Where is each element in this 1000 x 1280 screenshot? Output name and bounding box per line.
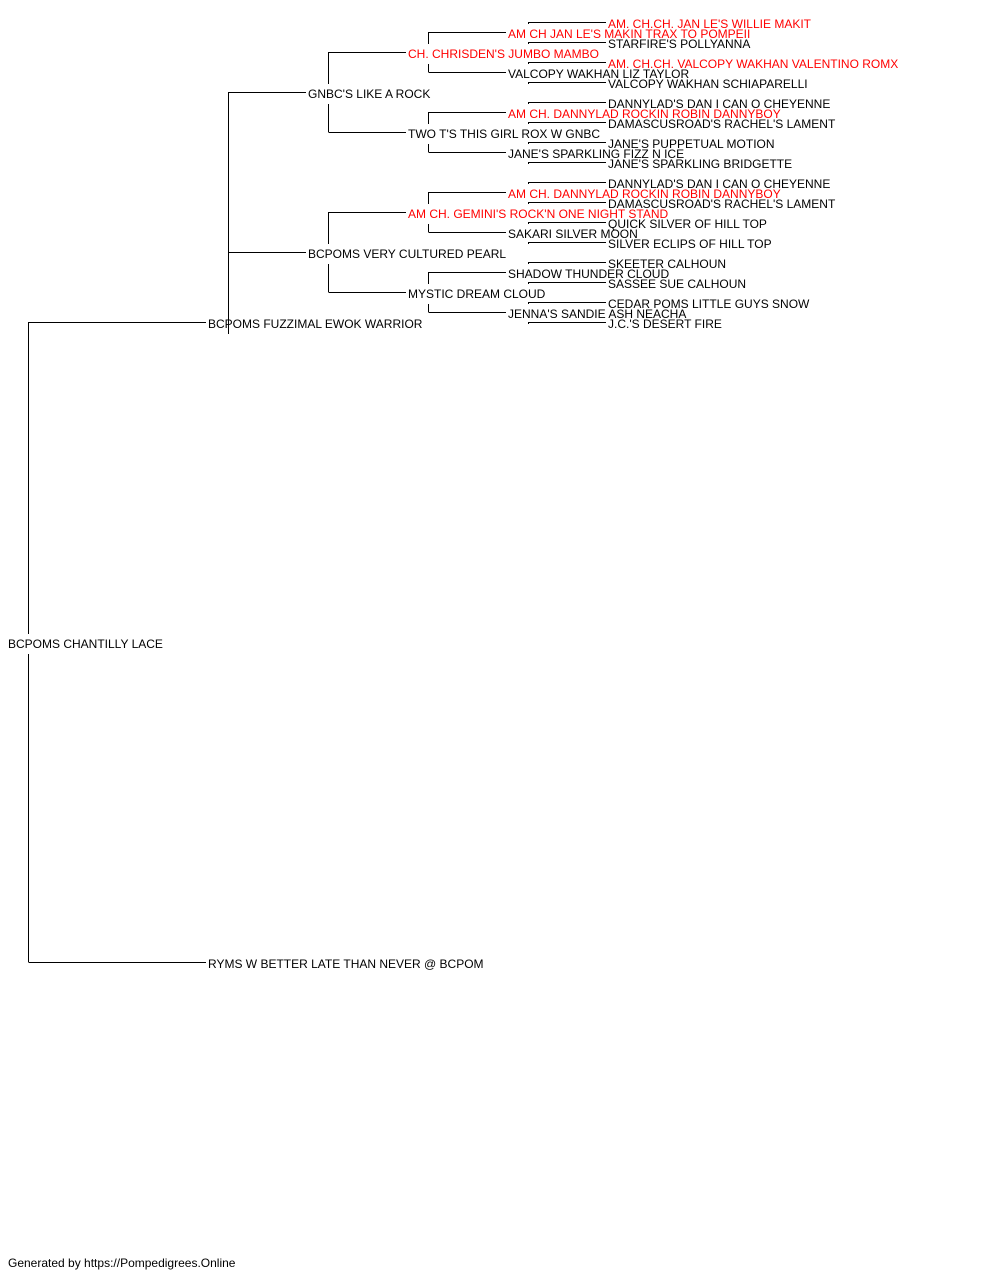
pedigree-subject-bcpoms-chantilly-lace: BCPOMS CHANTILLY LACE [8,637,163,651]
pedigree-dam-two-t-s-this-girl-rox-w-gnbc: TWO T'S THIS GIRL ROX W GNBC [408,127,600,141]
pedigree-sire-skeeter-calhoun: SKEETER CALHOUN [608,257,726,271]
pedigree-dam-ryms-w-better-late-than-never-bcpom: RYMS W BETTER LATE THAN NEVER @ BCPOM [208,957,484,971]
pedigree-sire-am-ch-ch-jan-le-s-willie-makit: AM. CH.CH. JAN LE'S WILLIE MAKIT [608,17,812,31]
pedigree-sire-quick-silver-of-hill-top: QUICK SILVER OF HILL TOP [608,217,767,231]
pedigree-dam-starfire-s-pollyanna: STARFIRE'S POLLYANNA [608,37,750,51]
pedigree-sire-jane-s-puppetual-motion: JANE'S PUPPETUAL MOTION [608,137,775,151]
pedigree-sire-gnbc-s-like-a-rock: GNBC'S LIKE A ROCK [308,87,430,101]
pedigree-dam-bcpoms-very-cultured-pearl: BCPOMS VERY CULTURED PEARL [308,247,506,261]
pedigree-sire-dannylad-s-dan-i-can-o-cheyenne: DANNYLAD'S DAN I CAN O CHEYENNE [608,177,830,191]
pedigree-dam-mystic-dream-cloud: MYSTIC DREAM CLOUD [408,287,546,301]
pedigree-dam-damascusroad-s-rachel-s-lament: DAMASCUSROAD'S RACHEL'S LAMENT [608,117,836,131]
pedigree-dam-j-c-s-desert-fire: J.C.'S DESERT FIRE [608,317,722,331]
pedigree-sire-am-ch-dannylad-rockin-robin-dannyboy: AM CH. DANNYLAD ROCKIN ROBIN DANNYBOY [508,107,781,121]
pedigree-dam-valcopy-wakhan-schiaparelli: VALCOPY WAKHAN SCHIAPARELLI [608,77,808,91]
pedigree-sire-dannylad-s-dan-i-can-o-cheyenne: DANNYLAD'S DAN I CAN O CHEYENNE [608,97,830,111]
pedigree-sire-am-ch-gemini-s-rock-n-one-night-stand: AM CH. GEMINI'S ROCK'N ONE NIGHT STAND [408,207,668,221]
pedigree-sire-cedar-poms-little-guys-snow: CEDAR POMS LITTLE GUYS SNOW [608,297,810,311]
pedigree-dam-silver-eclips-of-hill-top: SILVER ECLIPS OF HILL TOP [608,237,772,251]
pedigree-dam-valcopy-wakhan-liz-taylor: VALCOPY WAKHAN LIZ TAYLOR [508,67,689,81]
pedigree-sire-shadow-thunder-cloud: SHADOW THUNDER CLOUD [508,267,669,281]
pedigree-dam-damascusroad-s-rachel-s-lament: DAMASCUSROAD'S RACHEL'S LAMENT [608,197,836,211]
pedigree-sire-ch-chrisden-s-jumbo-mambo: CH. CHRISDEN'S JUMBO MAMBO [408,47,599,61]
pedigree-sire-am-ch-jan-le-s-makin-trax-to-pompeii: AM CH JAN LE'S MAKIN TRAX TO POMPEII [508,27,750,41]
pedigree-sire-am-ch-ch-valcopy-wakhan-valentino-romx: AM. CH.CH. VALCOPY WAKHAN VALENTINO ROMX [608,57,898,71]
footer-credit: Generated by https://Pompedigrees.Online [8,1256,236,1270]
pedigree-dam-jenna-s-sandie-ash-neacha: JENNA'S SANDIE ASH NEACHA [508,307,686,321]
pedigree-sire-bcpoms-fuzzimal-ewok-warrior: BCPOMS FUZZIMAL EWOK WARRIOR [208,317,423,331]
pedigree-dam-jane-s-sparkling-bridgette: JANE'S SPARKLING BRIDGETTE [608,157,792,171]
pedigree-dam-jane-s-sparkling-fizz-n-ice: JANE'S SPARKLING FIZZ N ICE [508,147,684,161]
pedigree-dam-sassee-sue-calhoun: SASSEE SUE CALHOUN [608,277,746,291]
pedigree-dam-sakari-silver-moon: SAKARI SILVER MOON [508,227,638,241]
pedigree-sire-am-ch-dannylad-rockin-robin-dannyboy: AM CH. DANNYLAD ROCKIN ROBIN DANNYBOY [508,187,781,201]
